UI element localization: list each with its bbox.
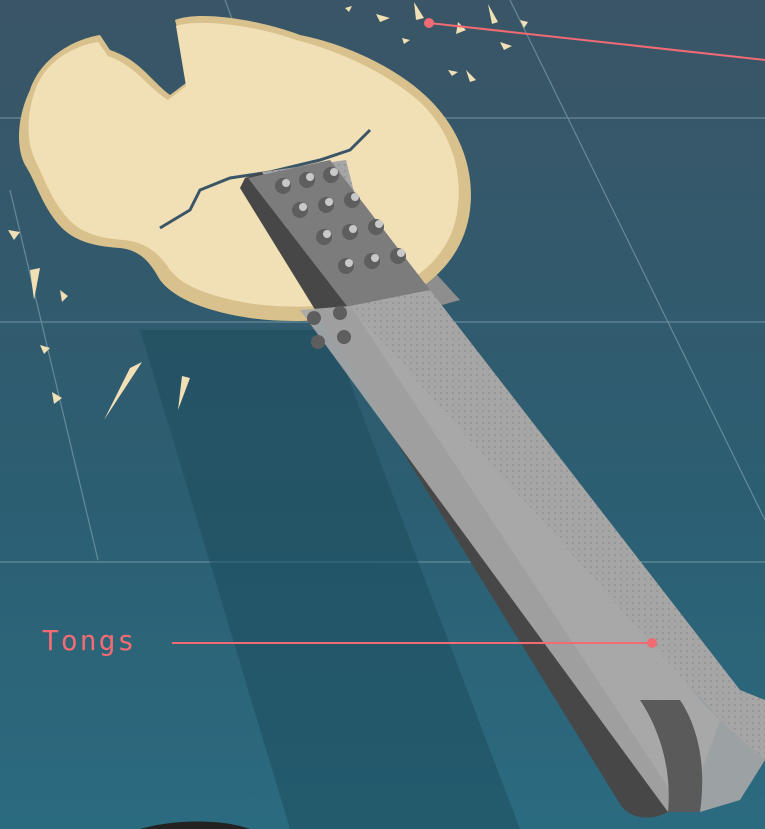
tongs-label: Tongs: [42, 624, 136, 657]
